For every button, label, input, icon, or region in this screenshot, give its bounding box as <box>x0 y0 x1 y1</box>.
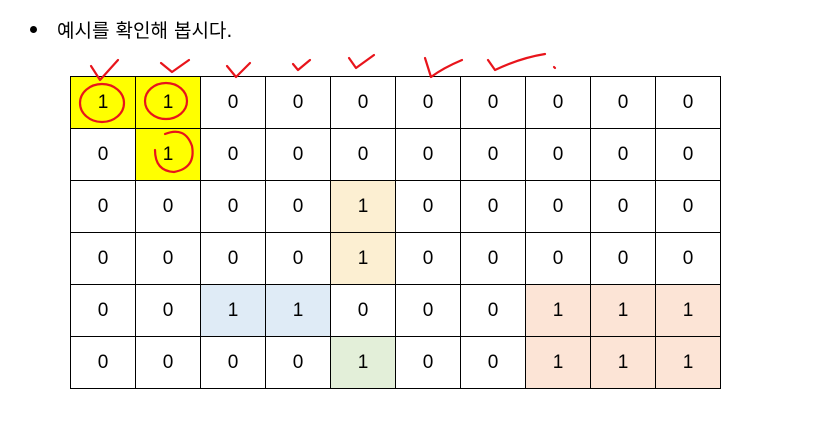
grid-cell: 0 <box>655 232 721 285</box>
grid-cell: 1 <box>330 232 396 285</box>
grid-cell: 0 <box>265 180 331 233</box>
grid-cell: 0 <box>200 336 266 389</box>
grid-cell: 0 <box>395 76 461 129</box>
grid-cell: 0 <box>200 76 266 129</box>
check-mark-icon <box>291 58 312 72</box>
grid-cell: 1 <box>590 336 656 389</box>
grid-cell: 0 <box>70 128 136 181</box>
grid-cell: 0 <box>590 128 656 181</box>
grid-cell: 0 <box>460 336 526 389</box>
grid-cell: 0 <box>395 128 461 181</box>
grid-cell: 1 <box>655 284 721 337</box>
grid-cell: 1 <box>525 284 591 337</box>
grid-cell: 0 <box>590 76 656 129</box>
grid-cell: 0 <box>590 180 656 233</box>
grid-cell: 0 <box>330 284 396 337</box>
check-mark-icon <box>423 56 464 79</box>
grid-cell: 1 <box>330 336 396 389</box>
grid-cell: 0 <box>265 76 331 129</box>
grid-cell: 0 <box>135 232 201 285</box>
grid-cell: 0 <box>525 76 591 129</box>
grid-cell: 1 <box>200 284 266 337</box>
bullet-icon <box>30 26 37 33</box>
grid-cell: 0 <box>655 128 721 181</box>
grid-cell: 0 <box>460 128 526 181</box>
grid-cell: 1 <box>330 180 396 233</box>
grid-cell: 0 <box>460 180 526 233</box>
grid-cell: 0 <box>395 232 461 285</box>
grid-cell: 1 <box>655 336 721 389</box>
grid-cell: 0 <box>525 180 591 233</box>
grid-cell: 0 <box>460 284 526 337</box>
grid-cell: 0 <box>655 180 721 233</box>
grid-cell: 1 <box>265 284 331 337</box>
grid-cell: 0 <box>525 128 591 181</box>
grid-cell: 1 <box>70 76 136 129</box>
grid-cell: 0 <box>460 232 526 285</box>
grid-cell: 0 <box>395 284 461 337</box>
grid-cell: 0 <box>70 336 136 389</box>
check-mark-icon <box>486 52 547 72</box>
grid-cell: 0 <box>70 180 136 233</box>
grid-cell: 0 <box>135 284 201 337</box>
grid-cell: 0 <box>460 76 526 129</box>
grid-cell: 0 <box>135 180 201 233</box>
dot-mark-icon <box>552 65 557 70</box>
grid-cell: 0 <box>330 128 396 181</box>
grid-cell: 1 <box>590 284 656 337</box>
grid-cell: 1 <box>525 336 591 389</box>
grid-cell: 0 <box>200 232 266 285</box>
check-mark-icon <box>225 61 252 79</box>
grid-cell: 0 <box>395 180 461 233</box>
check-mark-icon <box>347 53 376 70</box>
grid-cell: 0 <box>395 336 461 389</box>
grid-cell: 0 <box>265 336 331 389</box>
grid-cell: 0 <box>70 284 136 337</box>
grid-cell: 0 <box>525 232 591 285</box>
bullet-heading: 예시를 확인해 봅시다. <box>30 16 232 43</box>
grid-cell: 0 <box>135 336 201 389</box>
grid-cell: 0 <box>200 128 266 181</box>
grid-cell: 0 <box>200 180 266 233</box>
check-mark-icon <box>159 58 191 74</box>
grid-cell: 0 <box>265 232 331 285</box>
grid-cell: 0 <box>70 232 136 285</box>
grid-cell: 0 <box>330 76 396 129</box>
grid-cell: 1 <box>135 128 201 181</box>
heading-text: 예시를 확인해 봅시다. <box>57 20 233 42</box>
grid-cell: 0 <box>265 128 331 181</box>
grid-cell: 0 <box>655 76 721 129</box>
grid-cell: 1 <box>135 76 201 129</box>
grid-cell: 0 <box>590 232 656 285</box>
